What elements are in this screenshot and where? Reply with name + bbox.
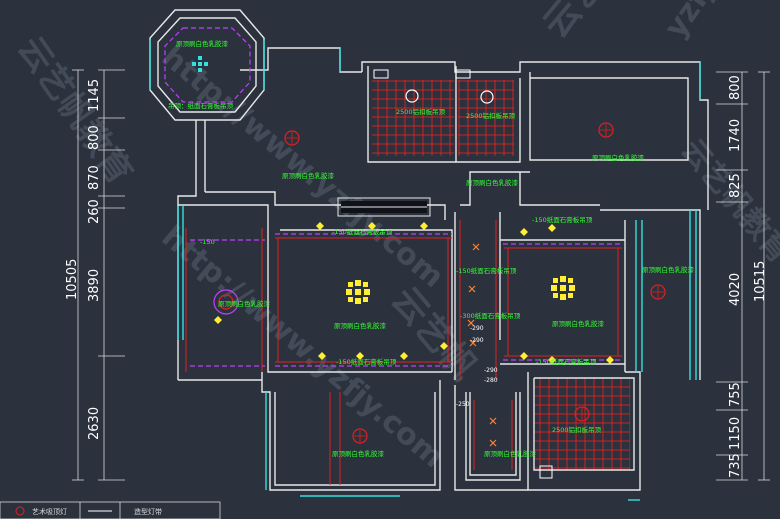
label-lower-hall-marker: -250 [456,401,470,408]
hall-downlights [467,243,497,447]
lamp-kitchen [405,89,419,103]
dim-right-5: 755 [728,382,743,407]
spotlight-icon [440,342,448,350]
label-right-upper-room: 原顶刷白色乳胶漆 [592,153,645,162]
label-hall-soffit: -150纸面石膏板吊顶 [456,266,517,275]
label-hall-290c: -290 [484,367,498,374]
legend-item-1: 艺术吸顶灯 [32,507,67,516]
walls [149,9,709,491]
lamp-right-upper [598,122,614,138]
label-hall-290b: -290 [470,337,484,344]
dim-left-6: 2630 [87,407,102,440]
label-living-soffit-bottom: -150纸面石膏板吊顶 [336,357,397,366]
spotlights [214,222,614,364]
label-corridor-upper: 原顶刷白色乳胶漆 [466,178,519,187]
spotlight-icon [548,356,556,364]
label-bath-upper: 2500铝扣板吊顶 [466,111,516,120]
ceiling-lamps [213,89,666,444]
dim-right-1: 800 [728,75,743,100]
lamp-crosshairs [286,124,664,442]
purple-soffit-lines [164,27,622,367]
small-fixture-icons [373,69,553,479]
legend-lamp-icon [15,506,25,516]
label-living-main: 原顶刷白色乳胶漆 [334,321,387,330]
label-hall-300: -300纸面石膏板吊顶 [460,311,521,320]
spotlight-icon [356,352,364,360]
windows [149,40,701,501]
spotlight-icon [400,352,408,360]
dim-right-6: 1150 [728,417,743,450]
left-dimension-chain [72,69,125,481]
lamp-right-room [650,284,666,300]
label-octagon-bottom: 吊顶：纸面石膏板吊顶 [168,101,234,110]
spotlight-icon [214,316,222,324]
label-kitchen: 2500铝扣板吊顶 [396,107,446,116]
radiator-element [337,197,431,217]
lamp-lower-bath [574,406,590,422]
label-hall-290a: -290 [470,325,484,332]
spotlight-icon [420,222,428,230]
label-upper-left-room: 原顶刷白色乳胶漆 [282,171,335,180]
lamp-bath-upper [480,90,494,104]
dim-left-1: 1145 [87,79,102,112]
kitchen-grid [372,80,454,156]
chandelier-dining-icon [551,276,575,300]
lamp-upper-left [284,130,300,146]
label-lower-soffit: -150纸面石膏板吊顶 [536,357,597,366]
label-lower-left-room: 原顶刷白色乳胶漆 [332,449,385,458]
label-octagon-top: 原顶刷白色乳胶漆 [176,39,229,48]
dim-left-3: 870 [87,165,102,190]
dim-right-4: 4020 [728,273,743,306]
legend-item-3: 造型灯带 [134,507,162,516]
chandeliers [192,56,575,304]
dim-right-3: 825 [728,173,743,198]
watermark-text: yzfjy.com [658,0,777,45]
watermark-text: 云艺帆教育 [10,29,140,191]
spotlight-icon [520,352,528,360]
label-living-soffit-top: -150纸面石膏板吊顶 [332,227,393,236]
lamp-lower-left [352,428,368,444]
chandelier-living-icon [346,280,370,304]
red-soffit-lines [185,220,622,485]
dim-right-7: 735 [728,453,743,478]
legend-bar [0,501,221,519]
spotlight-icon [316,222,324,230]
dim-right-2: 1740 [728,119,743,152]
spotlight-icon [548,224,556,232]
dim-left-4: 260 [87,199,102,224]
label-lower-hall-room: 原顶刷白色乳胶漆 [484,449,537,458]
dim-right-total: 10515 [753,261,768,302]
label-right-room: 原顶刷白色乳胶漆 [642,265,695,274]
chandelier-octagon-icon [192,56,208,72]
label-hall-280: -280 [484,377,498,384]
spotlight-icon [606,356,614,364]
aluminium-ceiling-grids [372,80,630,470]
label-living-left-soffit: -150 [200,238,215,246]
right-dimension-chain [716,71,770,481]
spotlight-icon [318,352,326,360]
lamp-left-wing [213,289,239,315]
bath-lower-grid [534,378,630,470]
label-lower-right-bath: 2500铝扣板吊顶 [552,425,602,434]
dim-left-2: 800 [87,125,102,150]
dim-left-total: 10505 [65,259,80,300]
bath-upper-grid [458,80,514,156]
label-dining-room: 原顶刷白色乳胶漆 [552,319,605,328]
spotlight-icon [520,228,528,236]
label-dining-soffit: -150纸面石膏板吊顶 [532,215,593,224]
label-living-left: 原顶刷白色乳胶漆 [218,299,271,308]
dim-left-5: 3890 [87,269,102,302]
spotlight-icon [368,222,376,230]
